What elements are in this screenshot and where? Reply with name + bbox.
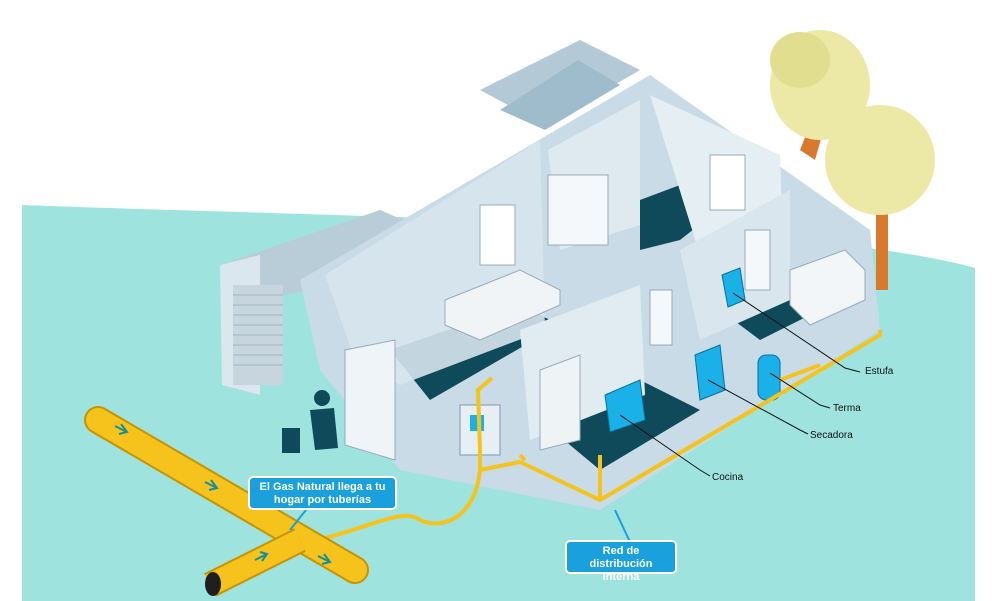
internal-network-callout: Red de distribución interna: [567, 542, 675, 583]
appliance-secadora: [694, 344, 726, 401]
meter-riser-pipe: [475, 376, 494, 451]
service-line-pipe: [289, 469, 482, 547]
main-gas-pipe: [84, 406, 369, 597]
label-secadora: Secadora: [810, 430, 853, 441]
internal-gas-pipe: [478, 330, 882, 502]
leader-lines: [619, 292, 861, 477]
gas-arrival-callout: El Gas Natural llega a tu hogar por tube…: [250, 478, 395, 508]
label-terma: Terma: [833, 403, 861, 414]
person-figure: [282, 390, 338, 453]
appliance-cocina: [604, 379, 646, 433]
label-estufa: Estufa: [865, 366, 894, 377]
garage: [220, 210, 415, 395]
tree: [770, 30, 935, 290]
label-cocina: Cocina: [712, 472, 744, 483]
